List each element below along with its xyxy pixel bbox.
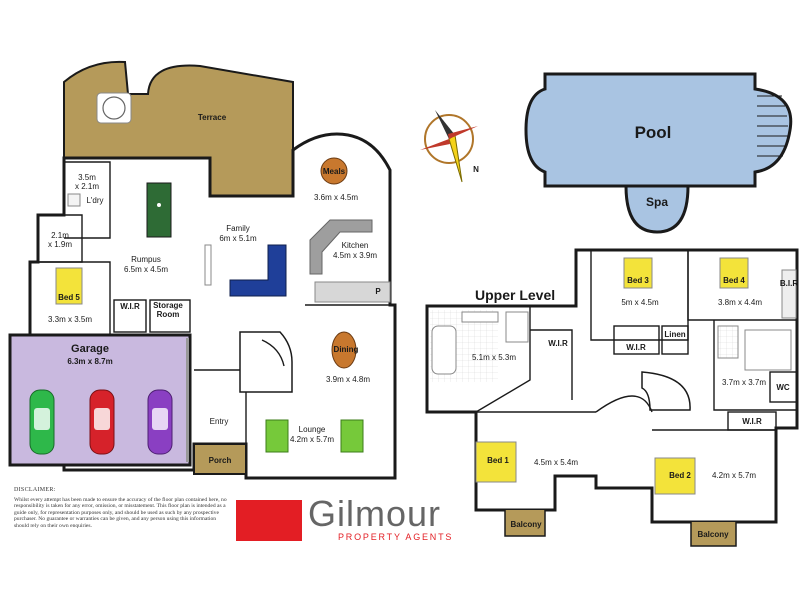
upper-floor: Upper Level 5.1m x 5.3m W.I.R Bed 1 4.5m… (425, 248, 799, 547)
upper-wir-bed2-label: W.I.R (742, 417, 762, 426)
bed5-label: Bed 5 (58, 293, 80, 302)
dining-label: Dining (334, 345, 359, 354)
svg-text:2.1m: 2.1m (51, 231, 69, 240)
pool-label: Pool (635, 123, 672, 142)
disclaimer-title: DISCLAIMER: (14, 487, 56, 493)
svg-text:Room: Room (157, 310, 180, 319)
dining-dims: 3.9m x 4.8m (326, 375, 370, 384)
compass-north-label: N (473, 165, 479, 174)
upper-wir-bed3-label: W.I.R (626, 343, 646, 352)
terrace-table (96, 92, 132, 124)
bed2-dims: 4.2m x 5.7m (712, 471, 756, 480)
kitchen-dims: 4.5m x 3.9m (333, 251, 377, 260)
garage-dims: 6.3m x 8.7m (67, 357, 112, 366)
pantry-label: P (375, 287, 381, 296)
porch (193, 443, 247, 475)
terrace: Terrace (63, 60, 294, 197)
balcony1-label: Balcony (510, 520, 542, 529)
logo-name: Gilmour (308, 493, 442, 534)
bir-label: B.I.R (780, 279, 798, 288)
rumpus-label: Rumpus (131, 255, 161, 264)
logo-tagline: PROPERTY AGENTS (338, 532, 454, 542)
laundry-dims-1: 3.5m (78, 173, 96, 182)
ensuite-dims: 5.1m x 5.3m (472, 353, 516, 362)
terrace-label: Terrace (198, 113, 227, 122)
bath-dims: 3.7m x 3.7m (722, 378, 766, 387)
bed3-label: Bed 3 (627, 276, 649, 285)
car-red-icon (89, 389, 115, 455)
compass-icon: N (420, 110, 479, 183)
upper-wir-main-label: W.I.R (548, 339, 568, 348)
car-green-icon (29, 389, 55, 455)
wc-label: WC (776, 383, 790, 392)
family-dims: 6m x 5.1m (219, 234, 257, 243)
meals-dims: 3.6m x 4.5m (314, 193, 358, 202)
laundry-label: L'dry (86, 196, 103, 205)
svg-text:Storage: Storage (153, 301, 183, 310)
family-label: Family (226, 224, 250, 233)
bed2-label: Bed 2 (669, 471, 691, 480)
porch-label: Porch (209, 456, 232, 465)
bed4-label: Bed 4 (723, 276, 745, 285)
spa: Spa (624, 184, 690, 234)
disclaimer: DISCLAIMER: Whilst every attempt has bee… (14, 487, 229, 530)
logo-red-box (236, 500, 302, 541)
meals-label: Meals (323, 167, 346, 176)
gilmour-logo[interactable]: Gilmour PROPERTY AGENTS (236, 493, 458, 547)
upper-level-heading: Upper Level (475, 287, 555, 303)
kitchen-label: Kitchen (342, 241, 369, 250)
rumpus-dims: 6.5m x 4.5m (124, 265, 168, 274)
lounge-label: Lounge (299, 425, 326, 434)
bed1-label: Bed 1 (487, 456, 509, 465)
pool: Pool (524, 72, 793, 188)
laundry-dims-2: x 2.1m (75, 182, 99, 191)
ground-wir-label: W.I.R (120, 302, 140, 311)
balcony2-label: Balcony (697, 530, 729, 539)
car-purple-icon (147, 389, 173, 455)
bed5-dims: 3.3m x 3.5m (48, 315, 92, 324)
linen-label: Linen (664, 330, 685, 339)
bed1-dims: 4.5m x 5.4m (534, 458, 578, 467)
lounge-dims: 4.2m x 5.7m (290, 435, 334, 444)
svg-text:x 1.9m: x 1.9m (48, 240, 72, 249)
bed4-dims: 3.8m x 4.4m (718, 298, 762, 307)
ground-floor: Garage 6.3m x 8.7m Porch Entry 3.5m x 2.… (8, 132, 397, 480)
bed3-dims: 5m x 4.5m (621, 298, 659, 307)
entry-label: Entry (210, 417, 229, 426)
disclaimer-text: Whilst every attempt has been made to en… (14, 496, 227, 529)
spa-label: Spa (646, 195, 668, 209)
garage-label: Garage (71, 343, 109, 355)
